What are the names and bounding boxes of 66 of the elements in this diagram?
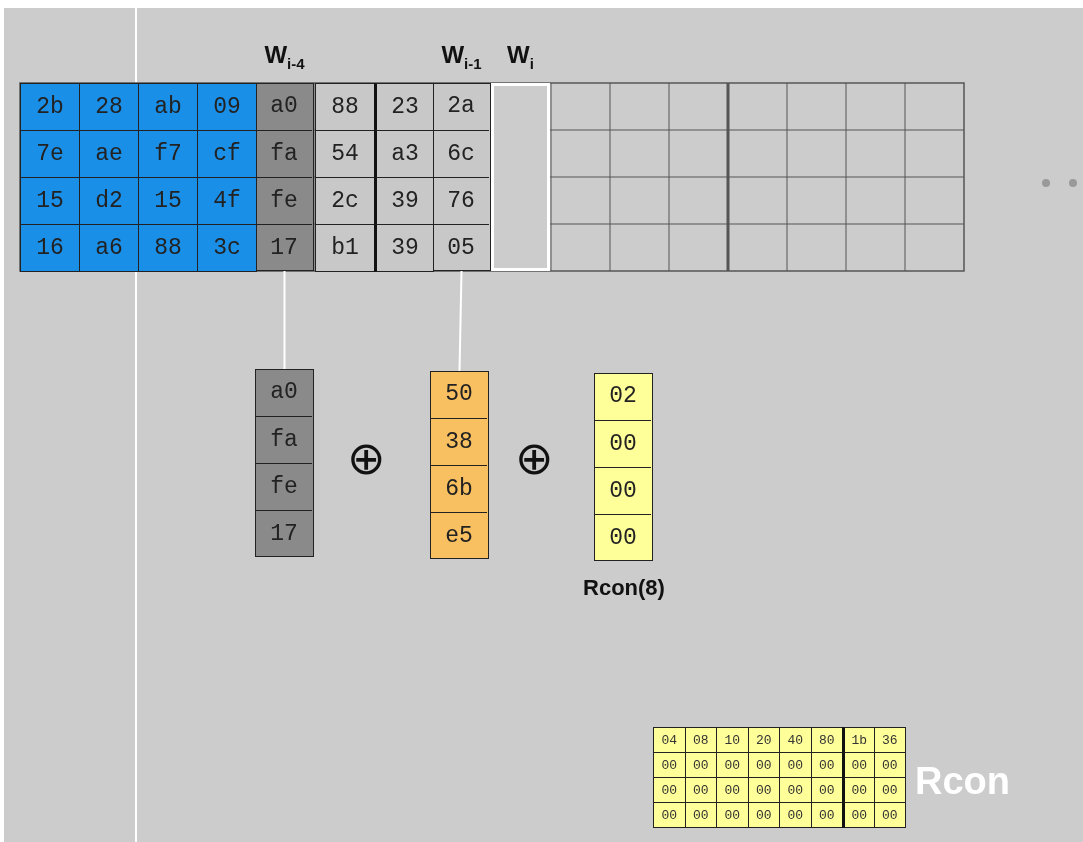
hex-value: 39 [374, 177, 434, 225]
hex-value: 36 [873, 727, 906, 753]
connector-line [283, 270, 286, 370]
hex-value: 00 [653, 802, 686, 828]
hex-value: a6 [79, 224, 139, 272]
hex-value: 23 [374, 83, 434, 131]
hex-value: 4f [197, 177, 257, 225]
hex-value: b1 [315, 224, 375, 272]
hex-value: 38 [431, 417, 487, 465]
hex-value: 1b [842, 727, 875, 753]
hex-value: a0 [269, 92, 299, 121]
hex-value: 00 [842, 752, 875, 778]
hex-value: 7e [20, 130, 80, 178]
hex-value: fa [256, 415, 312, 463]
hex-value: 09 [197, 83, 257, 131]
hex-value: 2b [20, 83, 80, 131]
connector-line [458, 270, 463, 372]
hex-value: f7 [138, 130, 198, 178]
hex-value: 00 [779, 802, 812, 828]
hex-value: 10 [716, 727, 749, 753]
column-heading: W$_{i-1}$ [440, 41, 483, 72]
hex-value: 00 [595, 513, 651, 561]
hex-value: 39 [374, 224, 434, 272]
hex-value: 00 [842, 802, 875, 828]
hex-value: a0 [269, 378, 299, 407]
hex-value: 28 [79, 83, 139, 131]
hex-value: a3 [374, 130, 434, 178]
hex-value: 88 [138, 224, 198, 272]
hex-value: 15 [20, 177, 80, 225]
hex-value: 50 [444, 380, 474, 409]
hex-value: cf [197, 130, 257, 178]
column-heading: W$_{i}$ [506, 41, 535, 72]
hex-value: 00 [716, 802, 749, 828]
hex-value: 00 [716, 777, 749, 803]
hex-value: 17 [256, 509, 312, 557]
hex-value: 16 [20, 224, 80, 272]
hex-value: 00 [595, 419, 651, 467]
hex-value: 00 [842, 777, 875, 803]
hex-value: e5 [431, 511, 487, 559]
hex-value: 00 [873, 752, 906, 778]
hex-value: d2 [79, 177, 139, 225]
hex-value: 2c [315, 177, 375, 225]
column-caption: Rcon(8) [582, 575, 666, 601]
xor-symbol: ⊕ [515, 435, 554, 481]
hex-value: 02 [608, 382, 638, 411]
hex-value: 54 [315, 130, 375, 178]
hex-value: 00 [779, 752, 812, 778]
hex-value: fe [256, 462, 312, 510]
column-heading: W$_{i-4}$ [263, 41, 306, 72]
hex-value: ab [138, 83, 198, 131]
hex-value: 88 [315, 83, 375, 131]
hex-value: 40 [779, 727, 812, 753]
hex-value: 2a [446, 92, 476, 121]
hex-value: 00 [779, 777, 812, 803]
hex-value: 15 [138, 177, 198, 225]
hex-value: 04 [653, 727, 686, 753]
hex-value: 00 [716, 752, 749, 778]
xor-symbol: ⊕ [347, 435, 386, 481]
hex-value: 00 [653, 752, 686, 778]
hex-value: 00 [873, 777, 906, 803]
hex-value: 00 [873, 802, 906, 828]
hex-value: 3c [197, 224, 257, 272]
hex-value: 6b [431, 464, 487, 512]
hex-value: 00 [595, 466, 651, 514]
hex-value: 00 [653, 777, 686, 803]
hex-value: ae [79, 130, 139, 178]
